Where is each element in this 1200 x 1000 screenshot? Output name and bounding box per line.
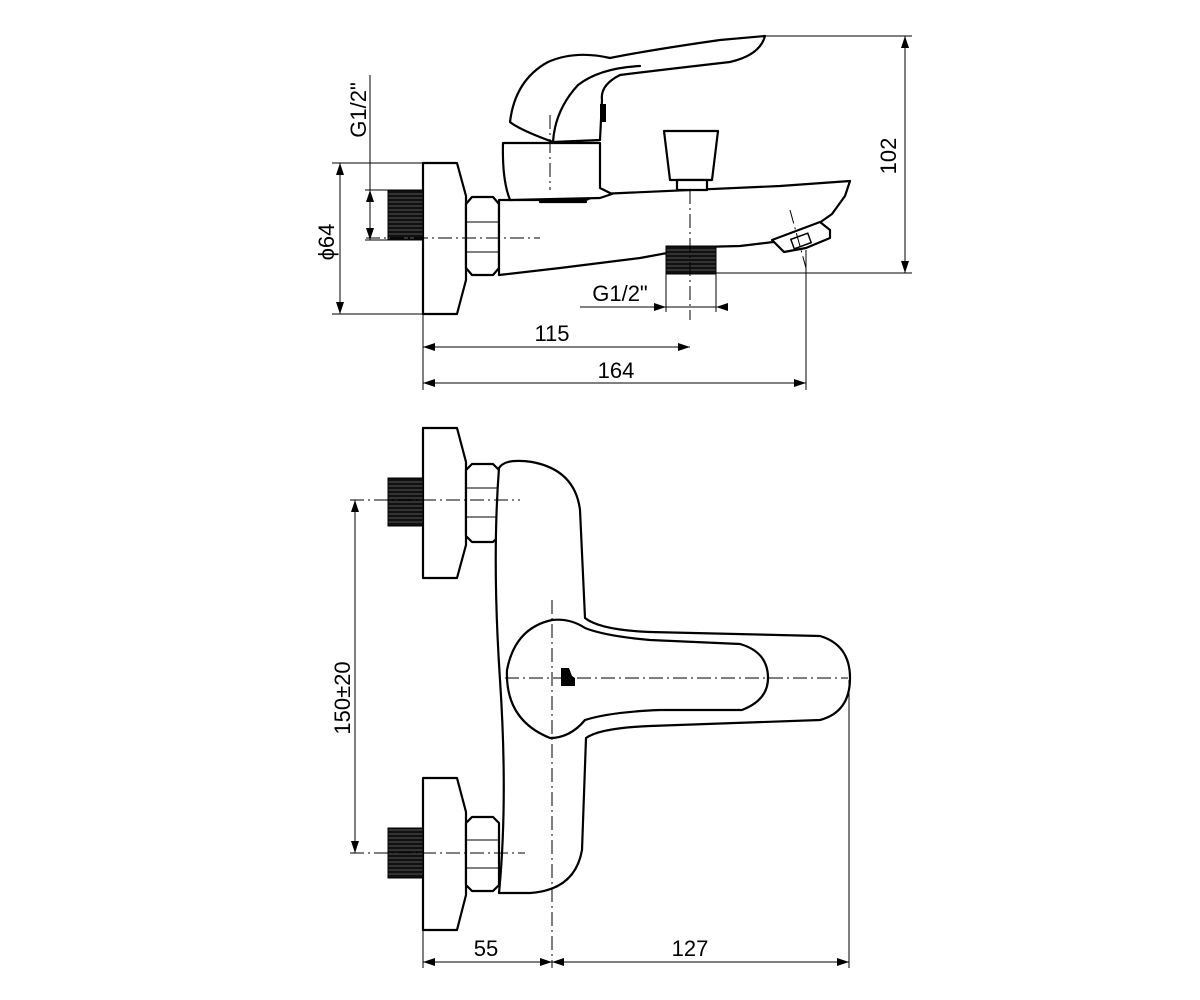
upper-hex-nut	[464, 462, 501, 544]
dim-height: 102	[876, 138, 901, 175]
diverter-knob	[662, 129, 720, 182]
lower-hex-nut	[464, 815, 501, 893]
upper-flange	[421, 426, 468, 580]
lower-flange	[421, 776, 468, 932]
top-view	[350, 426, 852, 968]
upper-inlet-thread	[387, 477, 424, 527]
hex-nut	[464, 195, 501, 277]
dim-axis-to-lever: 127	[672, 936, 709, 961]
dim-outlet-thread: G1/2"	[592, 281, 648, 306]
side-view	[366, 34, 852, 320]
dim-inlet-thread: G1/2"	[346, 82, 371, 138]
lever-handle	[508, 34, 767, 144]
lever-screw-symbol	[561, 668, 575, 686]
outlet-thread	[665, 245, 717, 275]
lever-plan	[505, 618, 770, 740]
inlet-thread	[387, 189, 424, 241]
dim-wall-to-axis: 55	[474, 936, 498, 961]
dim-inlet-spacing: 150±20	[330, 661, 355, 734]
dimension-lines	[332, 35, 912, 968]
dim-to-outlet: 115	[534, 321, 569, 346]
dim-overall-length: 164	[598, 358, 635, 383]
dim-flange-diameter: ϕ64	[314, 224, 339, 261]
lever-screw	[600, 104, 606, 122]
cartridge-housing	[501, 141, 614, 202]
